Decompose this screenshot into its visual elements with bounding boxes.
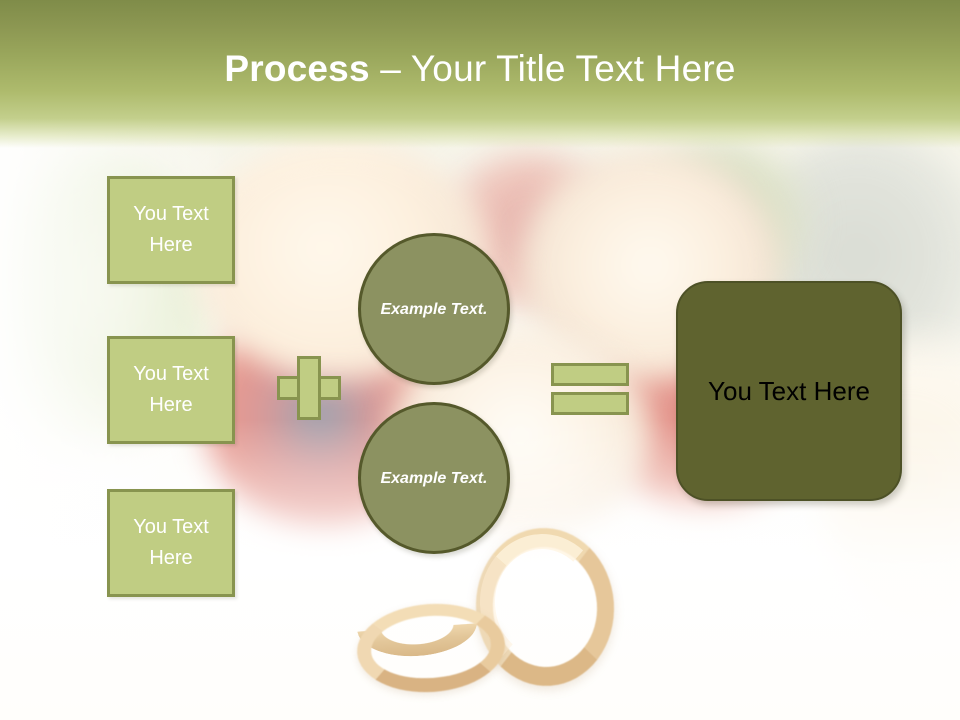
input-box-2[interactable]: You Text Here bbox=[107, 336, 235, 444]
input-box-3-label: You Text Here bbox=[133, 516, 209, 569]
equals-icon-top-bar bbox=[551, 363, 629, 386]
result-box[interactable]: You Text Here bbox=[676, 281, 902, 501]
example-circle-1-label: Example Text. bbox=[380, 300, 488, 318]
example-circle-1[interactable]: Example Text. bbox=[358, 233, 510, 385]
input-box-2-label: You Text Here bbox=[133, 363, 209, 416]
example-circle-2[interactable]: Example Text. bbox=[358, 402, 510, 554]
result-box-label: You Text Here bbox=[708, 375, 870, 406]
input-box-1[interactable]: You Text Here bbox=[107, 176, 235, 284]
input-box-3[interactable]: You Text Here bbox=[107, 489, 235, 597]
input-box-1-label: You Text Here bbox=[133, 203, 209, 256]
plus-icon-center-fill bbox=[300, 379, 318, 397]
page-title-bold: Process bbox=[224, 48, 370, 89]
page-title: Process – Your Title Text Here bbox=[0, 48, 960, 90]
page-title-rest: – Your Title Text Here bbox=[369, 48, 736, 89]
plus-icon bbox=[277, 356, 341, 420]
example-circle-2-label: Example Text. bbox=[380, 469, 488, 487]
equals-icon-bottom-bar bbox=[551, 392, 629, 415]
